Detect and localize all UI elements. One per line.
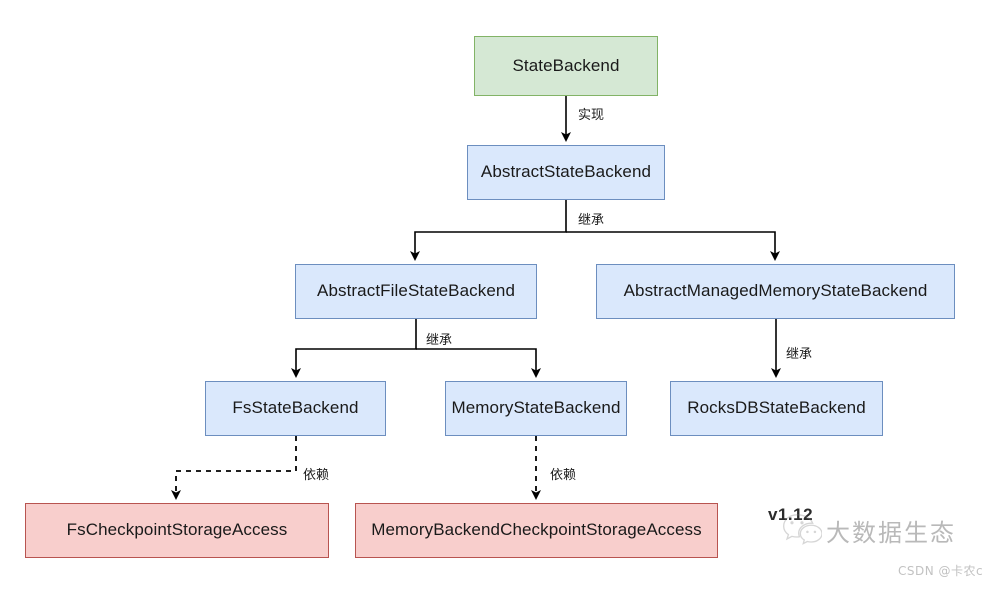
node-rocksdb-state-backend[interactable]: RocksDBStateBackend bbox=[670, 381, 883, 436]
node-abstract-file-state-backend[interactable]: AbstractFileStateBackend bbox=[295, 264, 537, 319]
edge-label-extends-rocksdb: 继承 bbox=[786, 347, 813, 362]
node-abstract-managed-memory-state-backend[interactable]: AbstractManagedMemoryStateBackend bbox=[596, 264, 955, 319]
watermark-brand: 大数据生态 bbox=[826, 519, 956, 547]
edge-label-extends-file: 继承 bbox=[426, 333, 453, 348]
node-label: StateBackend bbox=[512, 55, 620, 75]
node-state-backend[interactable]: StateBackend bbox=[474, 36, 658, 96]
node-label: MemoryStateBackend bbox=[451, 398, 621, 418]
edge-label-depends-fs: 依赖 bbox=[303, 468, 330, 483]
edge-extends-fork-file bbox=[291, 319, 541, 378]
node-label: MemoryBackendCheckpointStorageAccess bbox=[371, 520, 702, 540]
node-fs-state-backend[interactable]: FsStateBackend bbox=[205, 381, 386, 436]
node-fs-checkpoint-storage-access[interactable]: FsCheckpointStorageAccess bbox=[25, 503, 329, 558]
node-abstract-state-backend[interactable]: AbstractStateBackend bbox=[467, 145, 665, 200]
node-label: FsCheckpointStorageAccess bbox=[66, 520, 288, 540]
edge-depends-fs bbox=[171, 436, 297, 500]
wechat-icon bbox=[782, 514, 822, 545]
node-label: RocksDBStateBackend bbox=[687, 398, 866, 418]
watermark-credit: CSDN @卡农c bbox=[898, 564, 984, 578]
version-label: v1.12 bbox=[768, 505, 814, 524]
node-label: AbstractManagedMemoryStateBackend bbox=[623, 281, 928, 301]
edge-label-extends-top: 继承 bbox=[578, 213, 605, 228]
node-label: FsStateBackend bbox=[232, 398, 359, 418]
node-memory-backend-checkpoint-storage-access[interactable]: MemoryBackendCheckpointStorageAccess bbox=[355, 503, 718, 558]
edge-label-implements: 实现 bbox=[578, 108, 605, 123]
node-label: AbstractFileStateBackend bbox=[317, 281, 515, 301]
node-label: AbstractStateBackend bbox=[480, 162, 652, 182]
node-memory-state-backend[interactable]: MemoryStateBackend bbox=[445, 381, 627, 436]
edge-label-depends-memory: 依赖 bbox=[550, 468, 577, 483]
